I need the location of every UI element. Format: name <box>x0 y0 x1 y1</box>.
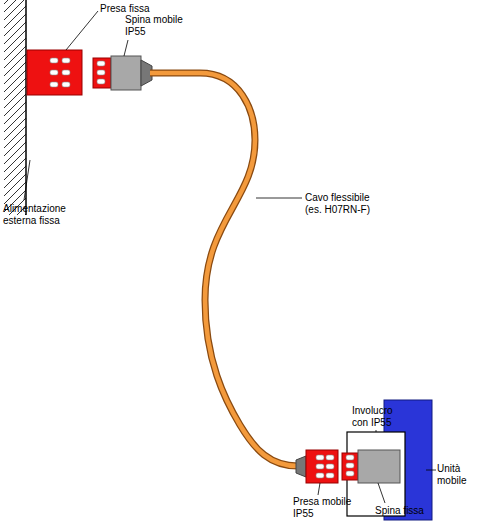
mobile-socket <box>306 450 338 483</box>
wall-hatching <box>4 0 26 215</box>
node-label: Involucro con IP55 <box>352 405 408 429</box>
plug-pins <box>97 61 105 84</box>
plug-pins-face <box>93 58 111 88</box>
enclosure-node: Involucro con IP55 <box>352 405 408 429</box>
part-label: Spina fissa <box>375 505 445 517</box>
fixed-plug-body <box>358 450 400 483</box>
cable-outline <box>150 73 298 466</box>
part-label: Spina mobile IP55 <box>125 14 189 38</box>
socket-sleeve <box>296 456 306 477</box>
fixed-socket <box>27 50 82 95</box>
part-label: Presa fissa <box>100 3 170 15</box>
flexible-cable <box>150 73 298 466</box>
part-label: Presa mobile IP55 <box>293 496 359 520</box>
unit-node: Unità mobile <box>437 463 477 487</box>
leader-lines <box>24 11 436 503</box>
plug-body <box>111 56 141 90</box>
cable-label: Cavo flessibile (es. H07RN-F) <box>305 192 385 216</box>
node-label: Unità mobile <box>437 463 477 487</box>
supply-label: Alimentazione esterna fissa <box>3 203 75 227</box>
fixed-plug-pins-face <box>342 453 358 480</box>
mobile-socket-slots <box>316 455 334 478</box>
fixed-plug-pins <box>346 455 354 476</box>
socket-slots <box>50 58 70 87</box>
